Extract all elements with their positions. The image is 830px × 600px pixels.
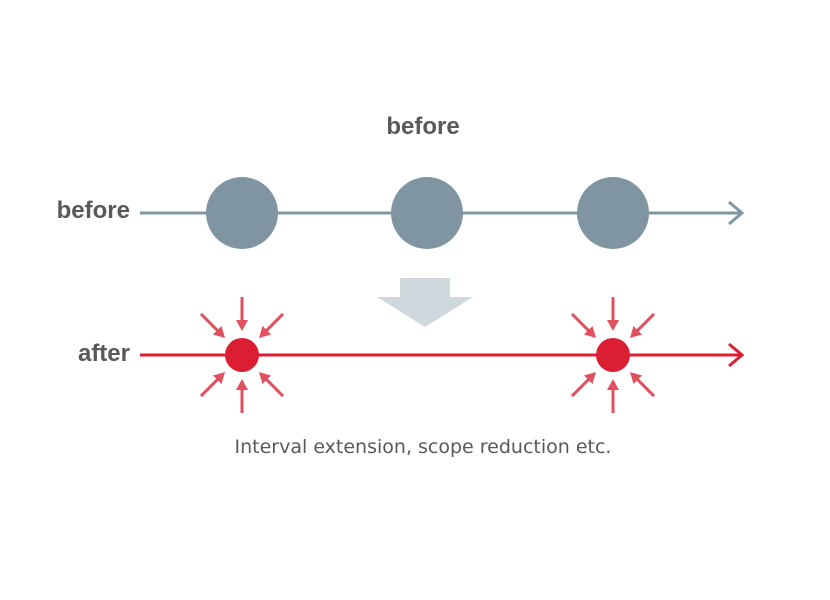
compression-arrow-shaft (635, 312, 656, 333)
before-node-2 (391, 177, 463, 249)
compression-arrow-head (607, 320, 619, 331)
compression-arrow-head (607, 379, 619, 390)
compression-arrows-2 (570, 297, 656, 413)
diagram-title: before (386, 113, 460, 140)
after-timeline (140, 297, 745, 413)
compression-arrow-head (213, 326, 226, 339)
compression-arrow-head (258, 371, 271, 384)
compression-arrow-head (584, 326, 597, 339)
before-row-label: before (56, 197, 130, 224)
compression-arrow-shaft (264, 312, 285, 333)
after-row-label: after (77, 340, 130, 367)
compression-arrows-1 (199, 297, 285, 413)
after-axis-arrowhead (728, 342, 745, 368)
before-node-3 (577, 177, 649, 249)
compression-arrow-shaft (199, 377, 220, 398)
compression-arrow-shaft (199, 312, 220, 333)
before-node-1 (206, 177, 278, 249)
compression-arrow-shaft (635, 377, 656, 398)
diagram-caption: Interval extension, scope reduction etc. (234, 436, 612, 458)
compression-arrow-head (584, 371, 597, 384)
after-node-2 (596, 338, 630, 372)
transition-down-arrow (377, 278, 473, 327)
before-timeline (140, 177, 745, 249)
compression-arrow-shaft (570, 377, 591, 398)
compression-arrow-head (629, 371, 642, 384)
before-axis-arrowhead (728, 200, 745, 226)
compression-arrow-shaft (570, 312, 591, 333)
compression-arrow-shaft (264, 377, 285, 398)
after-node-1 (225, 338, 259, 372)
compression-arrow-head (629, 326, 642, 339)
compression-arrow-head (258, 326, 271, 339)
compression-arrow-head (236, 379, 248, 390)
compression-arrow-head (213, 371, 226, 384)
compression-arrow-head (236, 320, 248, 331)
